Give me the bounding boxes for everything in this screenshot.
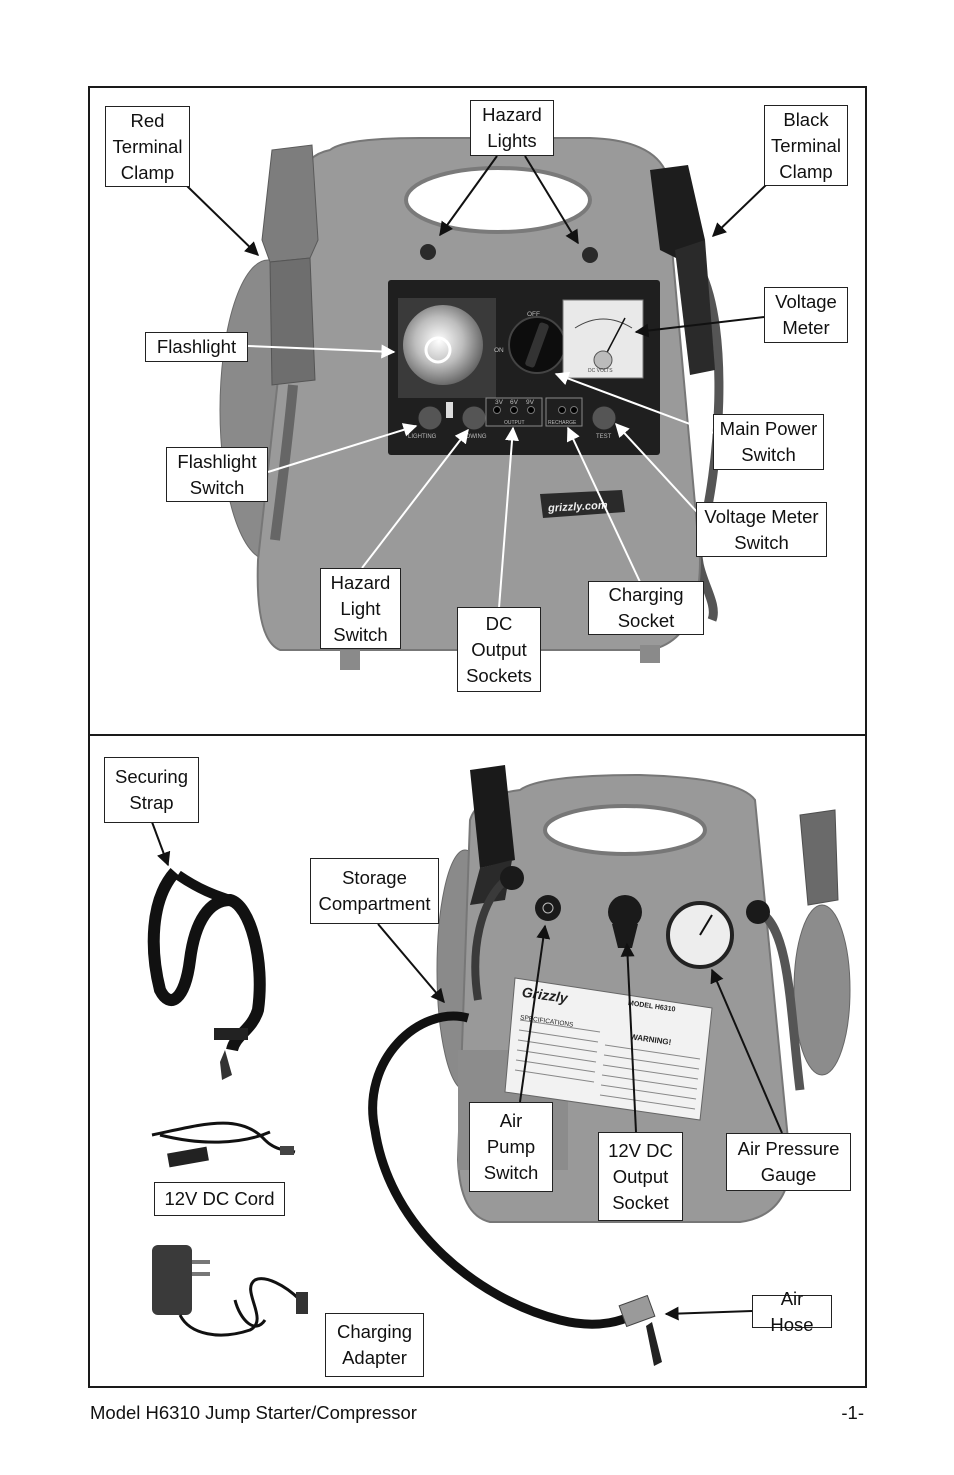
red-clamp-jaw xyxy=(261,144,319,263)
carry-handle xyxy=(404,166,592,234)
arrow-air-hose xyxy=(664,1306,753,1321)
label-12v-dc-output-socket: 12V DC Output Socket xyxy=(598,1132,683,1221)
arrow-hazard-left xyxy=(439,155,498,237)
lighting-text: LIGHTING xyxy=(408,434,437,440)
black-clamp-handle xyxy=(675,240,715,375)
foot-left xyxy=(340,650,360,670)
v3-text: 3V xyxy=(495,399,504,406)
label-storage-compartment: Storage Compartment xyxy=(310,858,439,924)
footer-page-number: -1- xyxy=(841,1402,864,1423)
rear-handle xyxy=(543,804,707,856)
label-air-hose: Air Hose xyxy=(752,1288,832,1335)
air-pump-switch-knob xyxy=(535,895,561,921)
v6-text: 6V xyxy=(510,399,519,406)
arrow-hazard-switch xyxy=(361,428,469,569)
footer-title: Model H6310 Jump Starter/Compressor xyxy=(90,1402,417,1423)
knob-off-text: OFF xyxy=(527,311,540,318)
arrow-flashlight-switch xyxy=(267,423,418,473)
hazard-light-left xyxy=(420,244,436,260)
label-air-pump-switch: Air Pump Switch xyxy=(469,1102,553,1192)
air-hose-tube xyxy=(368,1011,643,1329)
arrow-main-power xyxy=(554,371,715,434)
dc-cord-art xyxy=(151,1121,296,1168)
label-flashlight: Flashlight xyxy=(145,332,248,362)
hose-chuck xyxy=(618,1294,656,1328)
test-text: TEST xyxy=(596,434,612,440)
arrow-flashlight xyxy=(247,344,396,359)
red-clamp-handle xyxy=(269,257,316,386)
brand-text: grizzly.com xyxy=(547,500,608,515)
towing-text: TOWING xyxy=(462,434,487,440)
foot-right xyxy=(640,645,660,663)
jump-starter-rear xyxy=(368,765,851,1366)
black-clamp-jaw xyxy=(650,165,705,260)
hazard-switch-button xyxy=(461,405,487,431)
label-flashlight-switch: Flashlight Switch xyxy=(166,447,268,502)
arrow-voltage-meter xyxy=(634,316,765,338)
label-dc-output-sockets: DC Output Sockets xyxy=(457,607,541,692)
label-12v-dc-cord: 12V DC Cord xyxy=(154,1182,285,1216)
voltage-meter-face xyxy=(562,299,644,379)
recharge-text: RECHARGE xyxy=(548,420,577,426)
label-black-terminal-clamp: Black Terminal Clamp xyxy=(764,105,848,186)
output-text: OUTPUT xyxy=(504,420,525,426)
arrow-hazard-right xyxy=(524,155,579,245)
arrow-voltage-switch xyxy=(615,422,698,513)
hazard-light-right xyxy=(582,247,598,263)
label-hazard-light-switch: Hazard Light Switch xyxy=(320,568,401,649)
arrow-storage-compartment xyxy=(377,923,445,1004)
label-air-pressure-gauge: Air Pressure Gauge xyxy=(726,1133,851,1191)
flashlight-lens xyxy=(403,305,483,385)
label-brand-text: Grizzly xyxy=(521,984,570,1006)
arrow-red-clamp xyxy=(186,185,260,256)
label-red-terminal-clamp: Red Terminal Clamp xyxy=(105,106,190,187)
label-hazard-lights: Hazard Lights xyxy=(470,100,554,156)
spec-label xyxy=(504,977,713,1121)
brand-badge xyxy=(540,490,625,518)
arrow-dc-output-socket xyxy=(620,942,637,1133)
arrow-dc-output xyxy=(498,426,520,609)
knob-on-text: ON xyxy=(494,347,504,354)
label-main-power-switch: Main Power Switch xyxy=(713,414,824,470)
v9-text: 9V xyxy=(526,399,535,406)
arrow-black-clamp xyxy=(711,184,767,237)
label-charging-adapter: Charging Adapter xyxy=(325,1313,424,1377)
securing-strap-art xyxy=(147,868,266,1080)
bottom-figure-panel xyxy=(88,734,867,1388)
dc-socket-cap xyxy=(608,895,642,929)
label-voltage-meter-switch: Voltage Meter Switch xyxy=(696,502,827,557)
arrow-charging-socket xyxy=(566,426,641,583)
test-switch-button xyxy=(591,405,617,431)
charging-adapter-art xyxy=(152,1245,308,1337)
dc-volts-text: DC VOLTS xyxy=(588,368,613,374)
label-securing-strap: Securing Strap xyxy=(104,757,199,823)
arrow-air-pressure-gauge xyxy=(710,968,783,1134)
arrow-air-pump-switch xyxy=(519,924,551,1103)
jump-starter-front xyxy=(219,137,724,670)
label-charging-socket: Charging Socket xyxy=(588,581,704,635)
arrow-securing-strap xyxy=(151,821,171,867)
flashlight-switch-button xyxy=(417,405,443,431)
label-voltage-meter: Voltage Meter xyxy=(764,287,848,343)
